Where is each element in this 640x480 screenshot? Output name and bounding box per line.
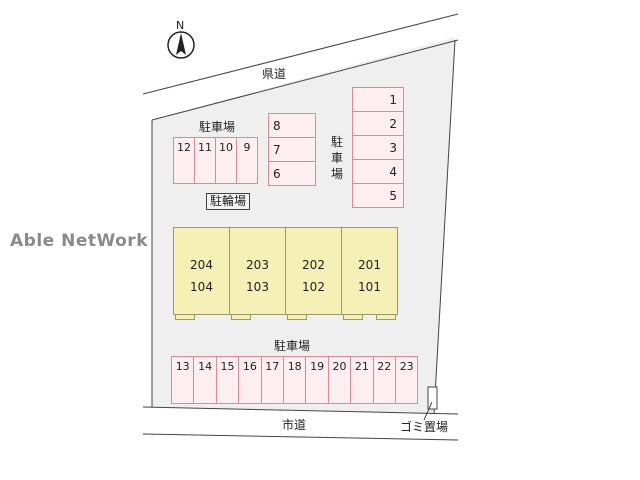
parking-space-20: 20 <box>327 356 352 404</box>
unit-number-upper: 201 <box>358 258 381 272</box>
unit-entrance <box>175 314 195 320</box>
unit-202-102: 202 102 <box>285 227 342 315</box>
parking-space-6: 6 <box>268 161 316 186</box>
garbage-label: ゴミ置場 <box>400 420 449 434</box>
north-arrow-icon <box>167 31 195 59</box>
parking-bottom-label: 駐車場 <box>274 339 311 353</box>
unit-number-lower: 103 <box>246 280 269 294</box>
parking-right-label-text: 駐車場 <box>330 135 343 181</box>
garbage-area <box>427 386 438 410</box>
unit-203-103: 203 103 <box>229 227 286 315</box>
parking-space-7: 7 <box>268 137 316 162</box>
unit-204-104: 204 104 <box>173 227 230 315</box>
lot-right-edge <box>433 39 456 415</box>
parking-space-10: 10 <box>215 137 237 184</box>
unit-number-lower: 104 <box>190 280 213 294</box>
parking-space-21: 21 <box>350 356 374 404</box>
parking-space-22: 22 <box>372 356 396 404</box>
unit-number-lower: 102 <box>302 280 325 294</box>
parking-space-8: 8 <box>268 113 316 138</box>
unit-entrance <box>376 314 396 320</box>
parking-space-15: 15 <box>215 356 240 404</box>
parking-space-9: 9 <box>236 137 258 184</box>
watermark: Able NetWork <box>10 231 148 251</box>
parking-top-left-label: 駐車場 <box>199 120 236 134</box>
city-road-label: 市道 <box>282 418 307 432</box>
parking-space-4: 4 <box>352 159 404 184</box>
city-road-line-lower <box>142 433 459 441</box>
bicycle-parking-label: 駐輪場 <box>206 193 251 211</box>
parking-space-5: 5 <box>352 183 404 208</box>
city-road-line-upper <box>142 406 459 415</box>
garbage-leader-line <box>423 401 433 421</box>
parking-space-16: 16 <box>238 356 262 404</box>
parking-space-12: 12 <box>173 137 195 184</box>
parking-space-2: 2 <box>352 111 404 136</box>
prefectural-road-line-lower <box>151 39 459 121</box>
unit-entrance <box>343 314 363 320</box>
unit-number-upper: 202 <box>302 258 325 272</box>
parking-space-14: 14 <box>193 356 217 404</box>
unit-number-upper: 204 <box>190 258 213 272</box>
parking-space-17: 17 <box>260 356 284 404</box>
parking-space-18: 18 <box>283 356 307 404</box>
parking-space-23: 23 <box>395 356 419 404</box>
unit-entrance <box>231 314 251 320</box>
parking-space-11: 11 <box>194 137 216 184</box>
unit-number-upper: 203 <box>246 258 269 272</box>
unit-201-101: 201 101 <box>341 227 398 315</box>
parking-space-3: 3 <box>352 135 404 160</box>
parking-space-1: 1 <box>352 87 404 112</box>
parking-space-13: 13 <box>171 356 195 404</box>
unit-entrance <box>287 314 307 320</box>
parking-right-label: 駐車場 <box>330 134 344 182</box>
north-label: N <box>176 19 185 32</box>
parking-space-19: 19 <box>305 356 329 404</box>
unit-number-lower: 101 <box>358 280 381 294</box>
prefectural-road-line-upper <box>142 13 459 95</box>
prefectural-road-label: 県道 <box>262 67 287 81</box>
